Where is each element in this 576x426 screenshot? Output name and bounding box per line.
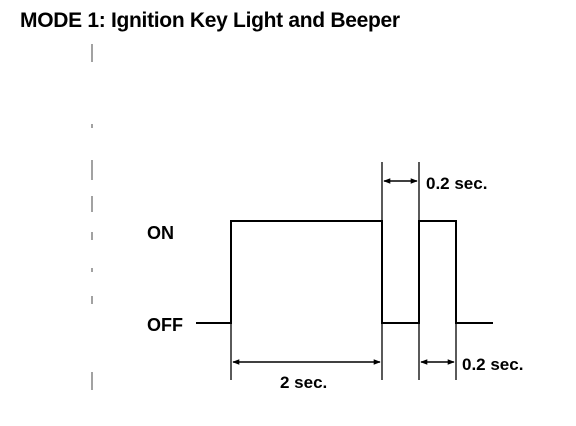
- on-label: ON: [147, 223, 174, 243]
- second-pulse-duration-label: 0.2 sec.: [462, 355, 523, 374]
- gap-duration-label: 0.2 sec.: [426, 174, 487, 193]
- signal-waveform: [196, 220, 493, 324]
- dimension-extension-lines: [230, 162, 457, 380]
- page-title: MODE 1: Ignition Key Light and Beeper: [20, 9, 400, 32]
- off-label: OFF: [147, 315, 183, 335]
- first-pulse-duration-label: 2 sec.: [280, 373, 327, 392]
